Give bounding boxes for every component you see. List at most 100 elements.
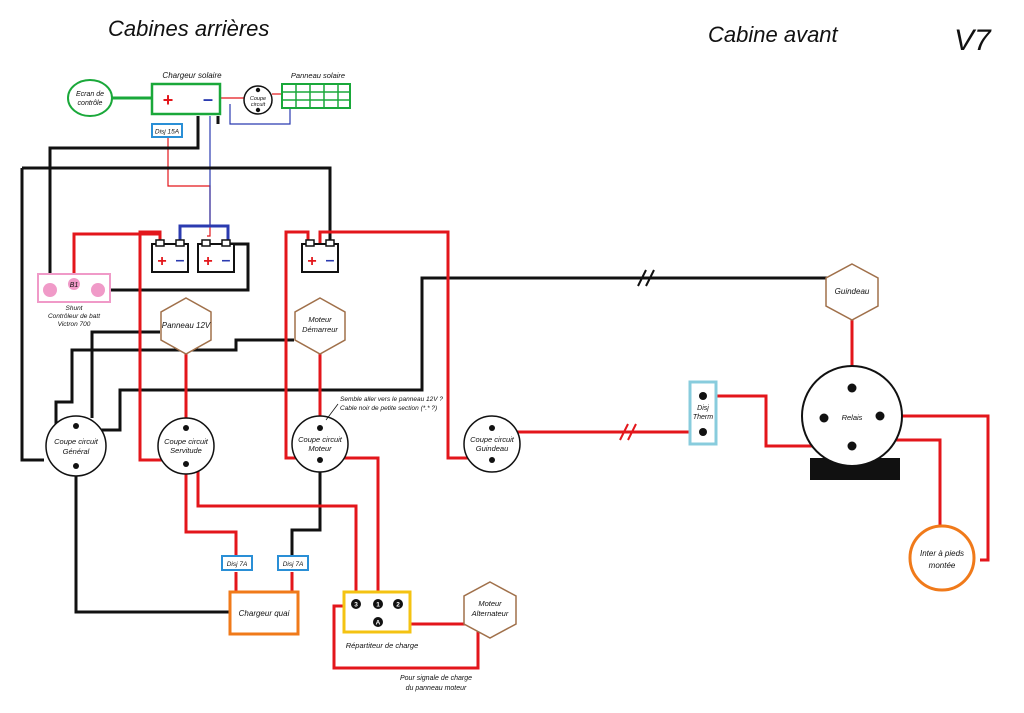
moteur-alternateur: Moteur Alternateur <box>463 581 517 639</box>
battery-3-minus: – <box>326 252 335 269</box>
chargeur-solaire-label: Chargeur solaire <box>162 71 222 80</box>
disj-therm-label-2: Therm <box>693 414 713 421</box>
cc-moteur-label-1: Coupe circuit <box>298 435 343 444</box>
repartiteur-terminal-3: 3 <box>354 602 358 609</box>
wire-red-moteur-repart <box>334 456 380 604</box>
note-moteur: Semble aller vers le panneau 12V ? Cable… <box>325 396 443 421</box>
battery-1-minus: – <box>176 252 185 269</box>
panneau-12v: Panneau 12V <box>160 297 212 355</box>
note-moteur-2: Cable noir de petite section (*.* ?) <box>340 405 437 412</box>
inter-label-2: montée <box>929 561 956 570</box>
battery-2: + – <box>197 239 235 273</box>
chargeur-solaire: Chargeur solaire + – <box>150 71 222 116</box>
coupe-small-label-2: circuit <box>251 102 266 108</box>
battery-3-plus: + <box>307 253 316 270</box>
shunt-label-1: Shunt <box>66 305 84 312</box>
chargeur-quai-label: Chargeur quai <box>239 609 290 618</box>
note-signal-2: du panneau moteur <box>406 685 467 692</box>
repartiteur-label: Répartiteur de charge <box>346 641 419 650</box>
moteur-demarreur: Moteur Démarreur <box>294 297 346 355</box>
wire-blue-bridge <box>178 224 230 244</box>
disj-therm: Disj Therm <box>688 380 718 446</box>
disj-15a-label: Disj 15A <box>155 129 179 136</box>
wire-black-demarreur <box>54 338 294 430</box>
cc-servitude-label-1: Coupe circuit <box>164 437 209 446</box>
note-signal: Pour signale de charge du panneau moteur <box>400 675 472 692</box>
cc-general-label-1: Coupe circuit <box>54 437 99 446</box>
wire-red-disj7a-quai2 <box>270 572 294 594</box>
alternateur-label-1: Moteur <box>478 599 502 608</box>
title-front: Cabine avant <box>708 22 839 47</box>
cc-guindeau-label-2: Guindeau <box>476 444 509 453</box>
shunt-victron: B1 Shunt Contrôleur de batt Victron 700 <box>37 273 111 328</box>
guindeau: Guindeau <box>825 263 879 321</box>
battery-2-plus: + <box>203 253 212 270</box>
wire-black-shunt <box>106 242 250 292</box>
title-rear: Cabines arrières <box>108 16 269 41</box>
note-moteur-1: Semble aller vers le panneau 12V ? <box>340 396 443 403</box>
inter-pieds: Inter à pieds montée <box>908 524 976 592</box>
disj-7a-right: Disj 7A <box>277 555 309 571</box>
repartiteur-terminal-a: A <box>376 620 381 627</box>
wire-solar-red-thin <box>167 138 211 237</box>
wire-black-general-quai <box>74 470 230 614</box>
wire-red-moteur-loop <box>284 230 310 460</box>
wire-black-left <box>20 168 44 462</box>
repartiteur-terminal-2: 2 <box>396 602 400 609</box>
wire-black-moteur <box>290 452 322 560</box>
chargeur-solaire-plus: + <box>163 90 174 110</box>
repartiteur-charge: 3 1 2 A Répartiteur de charge <box>342 590 419 650</box>
chargeur-quai: Chargeur quai <box>228 590 300 636</box>
disj-7a-left-label: Disj 7A <box>227 561 248 568</box>
relais-label: Relais <box>842 413 863 422</box>
note-signal-1: Pour signale de charge <box>400 675 472 682</box>
coupe-circuit-guindeau: Coupe circuit Guindeau <box>463 415 521 473</box>
panneau-solaire: Panneau solaire <box>281 71 351 109</box>
title-version: V7 <box>954 24 992 57</box>
demarreur-label-2: Démarreur <box>302 325 338 334</box>
battery-1-plus: + <box>157 253 166 270</box>
shunt-b1: B1 <box>70 282 79 289</box>
disj-therm-label-1: Disj <box>697 405 709 412</box>
cc-general-label-2: Général <box>63 447 90 456</box>
relais: Relais <box>801 365 903 480</box>
disj-7a-left: Disj 7A <box>221 555 253 571</box>
disj-7a-right-label: Disj 7A <box>283 561 304 568</box>
chargeur-solaire-minus: – <box>203 89 213 109</box>
cc-moteur-label-2: Moteur <box>308 444 332 453</box>
wire-solar-blue <box>229 104 291 125</box>
wire-red-relais-inter <box>880 414 990 562</box>
battery-2-minus: – <box>222 252 231 269</box>
cc-guindeau-label-1: Coupe circuit <box>470 435 515 444</box>
break-black <box>637 269 655 287</box>
panneau-solaire-label: Panneau solaire <box>291 71 345 80</box>
coupe-circuit-servitude: Coupe circuit Servitude <box>157 417 215 475</box>
wire-black-top <box>48 116 200 290</box>
coupe-circuit-moteur: Coupe circuit Moteur <box>291 415 349 473</box>
disj-15a: Disj 15A <box>151 123 183 138</box>
break-red <box>619 423 637 441</box>
cc-servitude-label-2: Servitude <box>170 446 202 455</box>
wire-red-guindeau-top <box>318 230 470 460</box>
panneau-12v-label: Panneau 12V <box>162 321 211 330</box>
wire-break-marks <box>619 269 655 441</box>
wire-solar-blue-thin <box>179 116 211 240</box>
battery-3: + – <box>301 239 339 273</box>
demarreur-label-1: Moteur <box>308 315 332 324</box>
shunt-label-3: Victron 700 <box>58 321 91 328</box>
wire-red-signal <box>332 604 480 670</box>
ecran-label-1: Ecran de <box>76 91 104 98</box>
wire-black-loop <box>22 166 332 244</box>
coupe-circuit-solaire: Coupe circuit <box>243 85 273 115</box>
repartiteur-terminal-1: 1 <box>376 602 380 609</box>
inter-label-1: Inter à pieds <box>920 549 964 558</box>
coupe-circuit-general: Coupe circuit Général <box>45 415 107 477</box>
shunt-label-2: Contrôleur de batt <box>48 313 101 320</box>
alternateur-label-2: Alternateur <box>471 609 509 618</box>
wire-black-guindeau <box>70 276 852 432</box>
ecran-label-2: contrôle <box>78 100 103 107</box>
wires-thick <box>20 96 990 670</box>
wire-red-servitude <box>138 230 168 462</box>
